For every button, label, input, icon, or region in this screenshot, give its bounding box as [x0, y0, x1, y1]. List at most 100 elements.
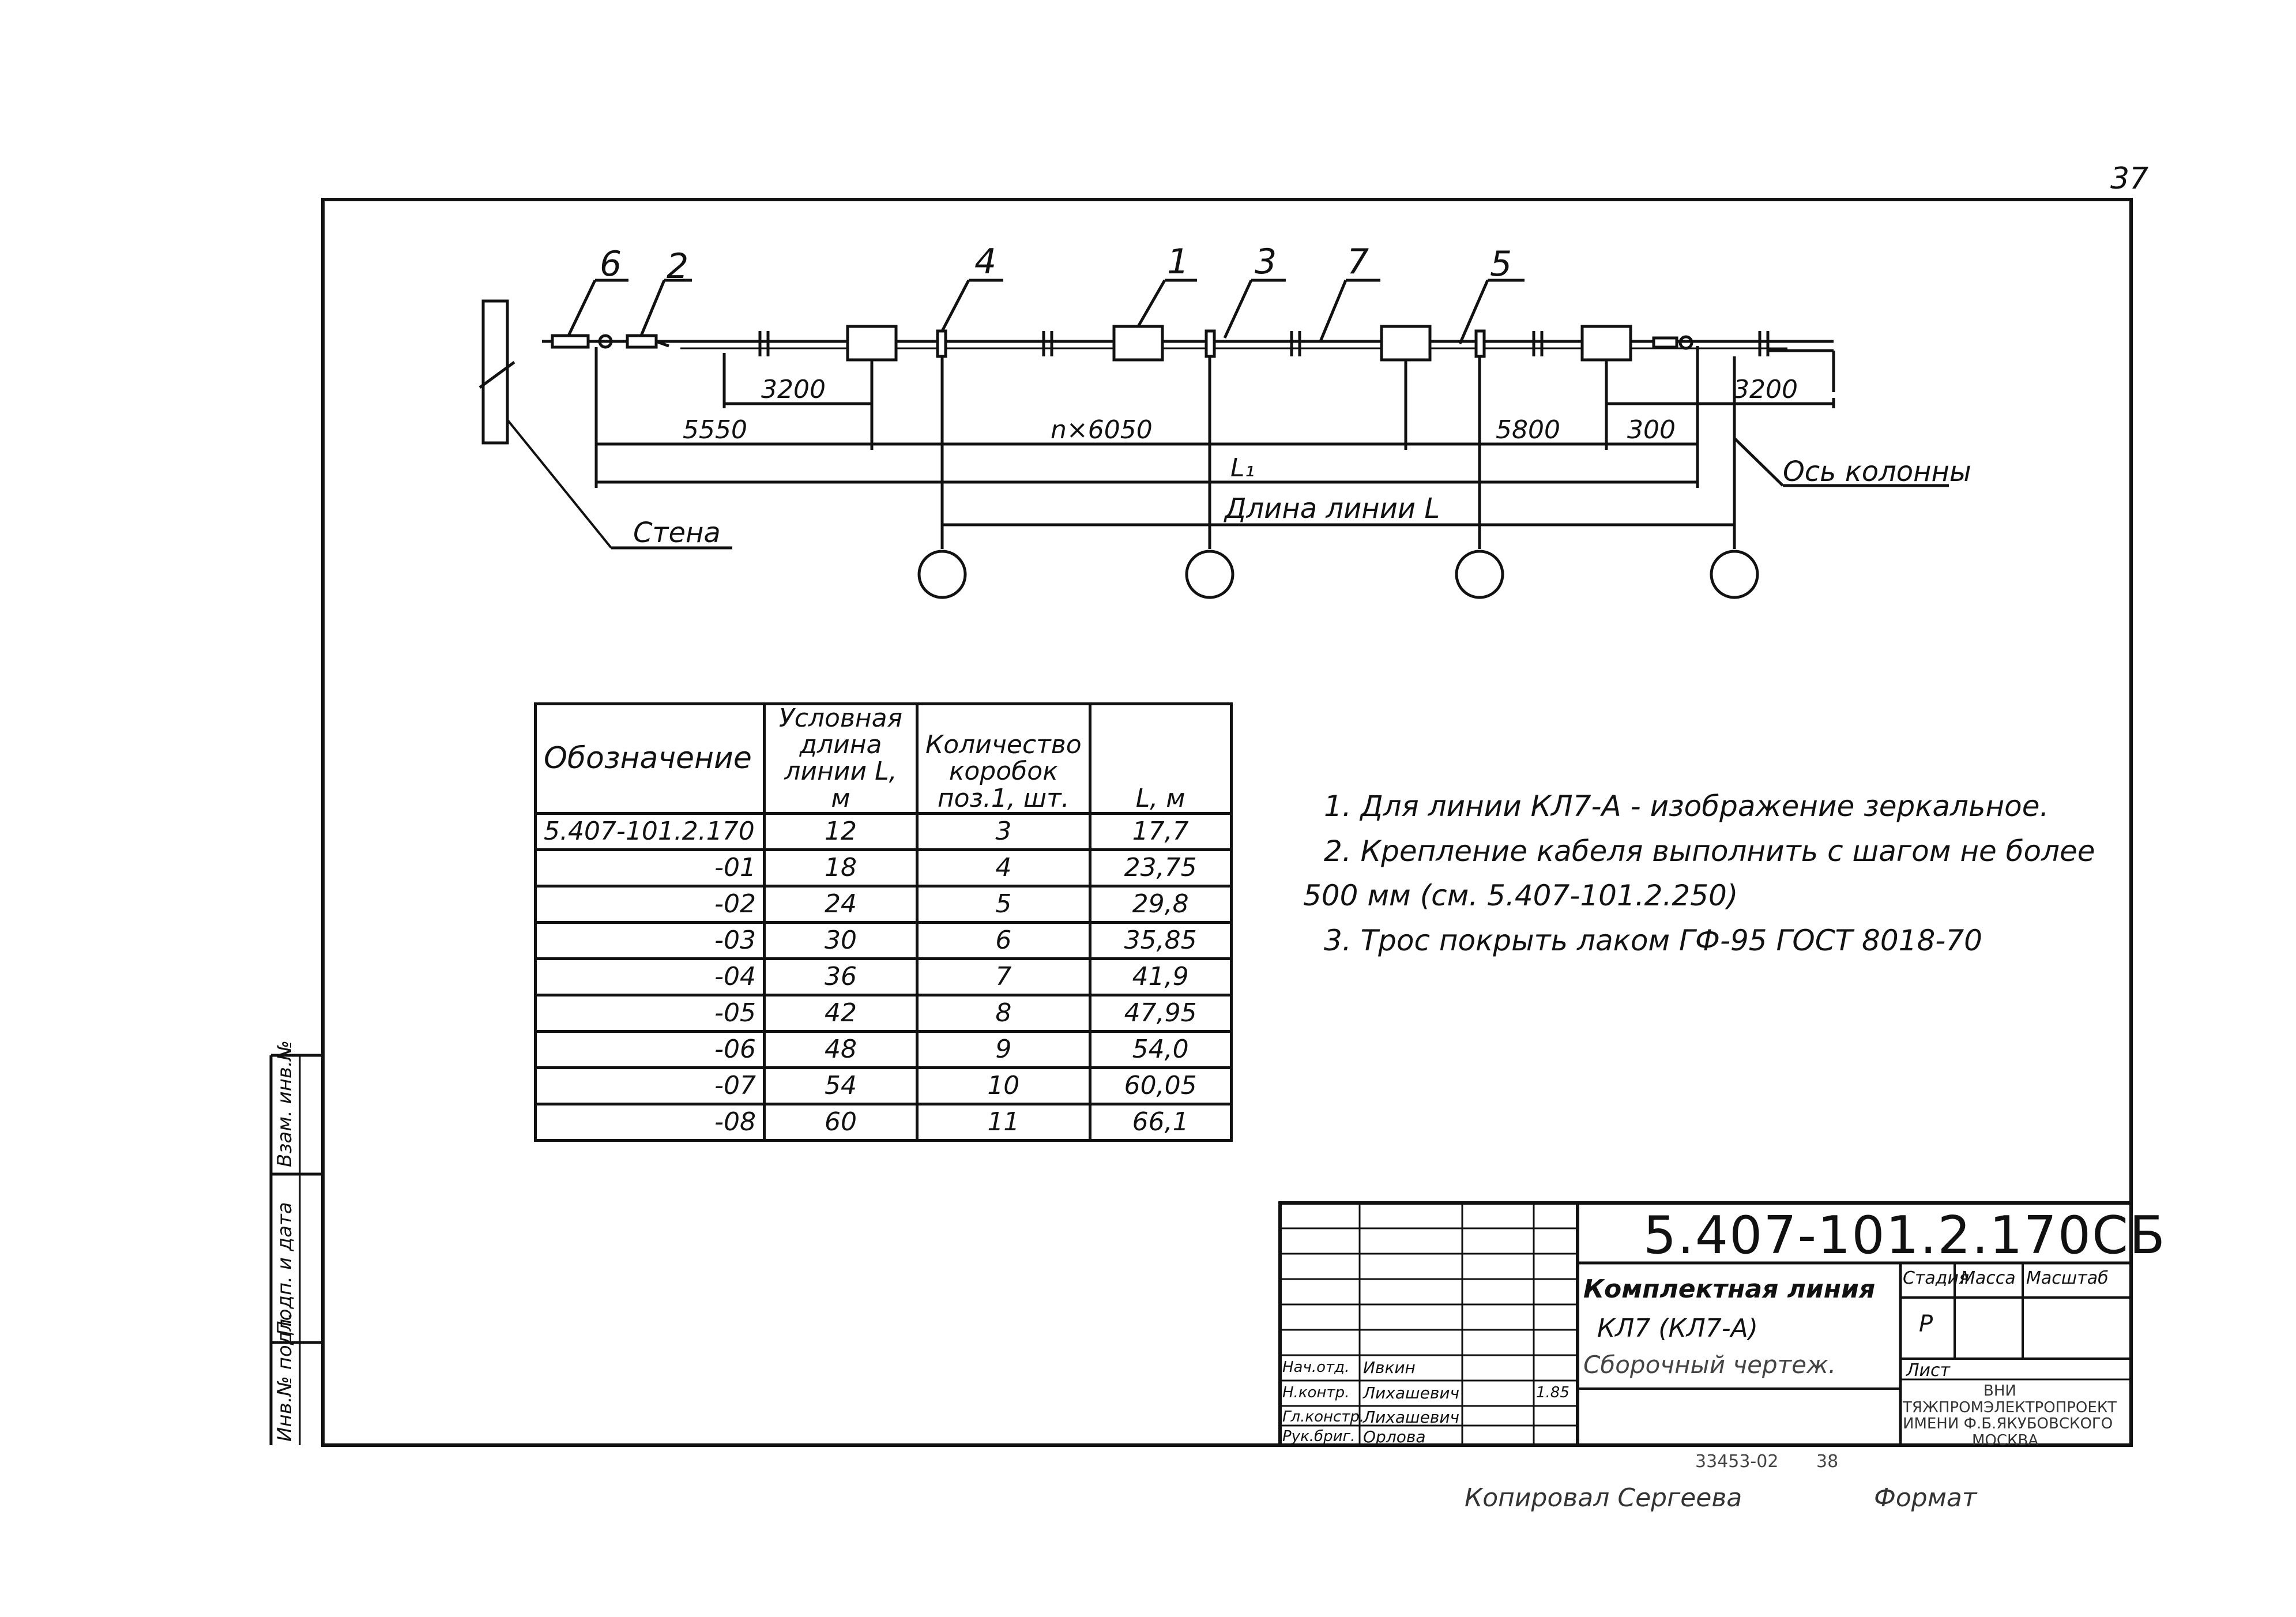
table-row: -08 60 11 66,1	[534, 1102, 1233, 1142]
specification-table: Обозначение Условная длина линии L, м Ко…	[534, 702, 1233, 1142]
sheet-number: 37	[2110, 161, 2149, 196]
format-label: Формат	[1874, 1483, 1977, 1513]
drawing-notes: 1. Для линии КЛ7-А - изображение зеркаль…	[1303, 784, 2095, 963]
scale-header: Масштаб	[2026, 1268, 2109, 1288]
cell-designation: 5.407-101.2.170	[534, 811, 766, 851]
note-2: 2. Крепление кабеля выполнить с шагом не…	[1324, 834, 2095, 868]
organization-stamp: ВНИ ТЯЖПРОМЭЛЕКТРОПРОЕКТ ИМЕНИ Ф.Б.ЯКУБО…	[1903, 1383, 2117, 1449]
cell-length-l: 17,7	[1088, 811, 1233, 851]
stage-value: Р	[1919, 1311, 1933, 1337]
title-line-2: КЛ7 (КЛ7-А)	[1597, 1314, 1758, 1343]
cell-designation: -01	[534, 848, 766, 888]
cell-box-count: 9	[916, 1029, 1091, 1069]
column-axis-1	[917, 550, 967, 599]
note-1: 1. Для линии КЛ7-А - изображение зеркаль…	[1324, 789, 2049, 823]
table-header-row: Обозначение Условная длина линии L, м Ко…	[534, 702, 1233, 815]
cell-box-count: 3	[916, 811, 1091, 851]
cell-designation: -05	[534, 993, 766, 1033]
cell-length-l: 66,1	[1088, 1102, 1233, 1142]
title-line-3: Сборочный чертеж.	[1583, 1351, 1836, 1379]
cell-nominal-length: 24	[763, 884, 919, 924]
table-row: -03 30 6 35,85	[534, 920, 1233, 960]
cell-designation: -03	[534, 920, 766, 960]
junction-box-2	[1112, 325, 1164, 362]
junction-box-1	[846, 325, 898, 362]
sheet-frame	[321, 198, 2133, 1447]
note-3: 3. Трос покрыть лаком ГФ-95 ГОСТ 8018-70	[1324, 923, 1982, 957]
dim-n-6050: n×6050	[1051, 415, 1153, 445]
cell-nominal-length: 36	[763, 957, 919, 996]
date-value: 1.85	[1536, 1384, 1569, 1401]
cell-nominal-length: 42	[763, 993, 919, 1033]
position-4: 4	[974, 242, 997, 282]
side-stamp-replaced: Взам. инв.№	[273, 1040, 296, 1167]
title-line-1: Комплектная линия	[1583, 1274, 1876, 1304]
table-row: -04 36 7 41,9	[534, 957, 1233, 996]
cell-nominal-length: 54	[763, 1066, 919, 1105]
org-line-2: ТЯЖПРОМЭЛЕКТРОПРОЕКТ	[1903, 1398, 2117, 1416]
position-1: 1	[1167, 242, 1190, 282]
dim-l1: L₁	[1230, 453, 1255, 483]
header-nominal-length: Условная длина линии L, м	[763, 702, 919, 815]
wall	[481, 299, 509, 445]
cell-length-l: 54,0	[1088, 1029, 1233, 1069]
position-2: 2	[667, 246, 689, 287]
org-line-4: МОСКВА	[1972, 1431, 2039, 1449]
cell-box-count: 7	[916, 957, 1091, 996]
column-axis-4	[1710, 550, 1759, 599]
name-norm-control: Лихашевич	[1363, 1383, 1460, 1402]
table-row: -02 24 5 29,8	[534, 884, 1233, 924]
cell-nominal-length: 30	[763, 920, 919, 960]
cell-designation: -08	[534, 1102, 766, 1142]
cell-nominal-length: 60	[763, 1102, 919, 1142]
column-axis-3	[1455, 550, 1504, 599]
cell-designation: -04	[534, 957, 766, 996]
wall-label: Стена	[633, 517, 721, 549]
table-row: -05 42 8 47,95	[534, 993, 1233, 1033]
table-row: -01 18 4 23,75	[534, 848, 1233, 888]
table-row: -06 48 9 54,0	[534, 1029, 1233, 1069]
junction-box-3	[1380, 325, 1432, 362]
side-stamp-sign-date: Подп. и дата	[273, 1202, 296, 1336]
document-code: 5.407-101.2.170СБ	[1643, 1205, 2166, 1266]
inventory-note: 33453-02	[1695, 1451, 1779, 1472]
name-brigade-lead: Орлова	[1363, 1427, 1426, 1446]
name-head-of-dept: Ивкин	[1363, 1358, 1416, 1377]
cell-length-l: 60,05	[1088, 1066, 1233, 1105]
dim-5800: 5800	[1496, 415, 1560, 445]
dim-line-length: Длина линии L	[1225, 492, 1440, 525]
dim-3200-right: 3200	[1733, 375, 1798, 404]
role-norm-control: Н.контр.	[1282, 1384, 1350, 1401]
position-5: 5	[1490, 244, 1512, 284]
stage-header: Стадия	[1903, 1268, 1970, 1288]
cell-designation: -07	[534, 1066, 766, 1105]
junction-box-4	[1580, 325, 1632, 362]
cell-box-count: 10	[916, 1066, 1091, 1105]
header-box-count: Количество коробок поз.1, шт.	[916, 702, 1091, 815]
inventory-sheet: 38	[1816, 1451, 1839, 1472]
position-7: 7	[1347, 242, 1369, 282]
header-designation: Обозначение	[534, 702, 766, 815]
cell-length-l: 35,85	[1088, 920, 1233, 960]
cell-box-count: 11	[916, 1102, 1091, 1142]
cell-box-count: 6	[916, 920, 1091, 960]
cell-nominal-length: 48	[763, 1029, 919, 1069]
dim-5550: 5550	[683, 415, 747, 445]
cell-designation: -06	[534, 1029, 766, 1069]
column-axis-label: Ось колонны	[1783, 456, 1971, 488]
sheet-label: Лист	[1906, 1360, 1951, 1381]
note-2-cont: 500 мм (см. 5.407-101.2.250)	[1303, 879, 1738, 912]
dim-300: 300	[1627, 415, 1676, 445]
cell-box-count: 4	[916, 848, 1091, 888]
cell-length-l: 47,95	[1088, 993, 1233, 1033]
position-6: 6	[600, 244, 622, 284]
cell-nominal-length: 18	[763, 848, 919, 888]
cell-length-l: 23,75	[1088, 848, 1233, 888]
table-row: 5.407-101.2.170 12 3 17,7	[534, 811, 1233, 851]
mass-header: Масса	[1960, 1268, 2016, 1288]
header-length-l: L, м	[1088, 702, 1233, 815]
cell-length-l: 41,9	[1088, 957, 1233, 996]
cell-length-l: 29,8	[1088, 884, 1233, 924]
org-line-1: ВНИ	[1983, 1382, 2016, 1400]
